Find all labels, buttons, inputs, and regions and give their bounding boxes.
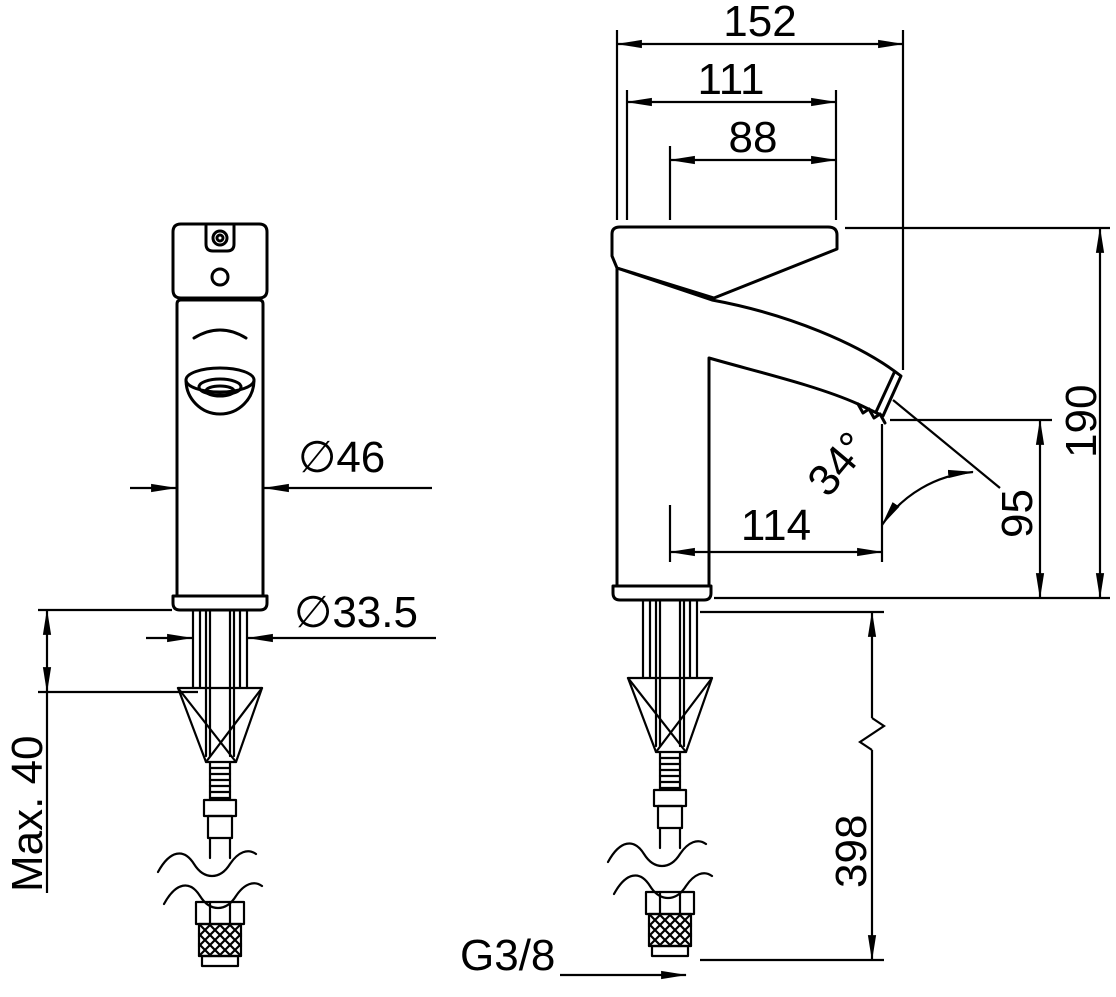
front-handle <box>171 222 269 300</box>
front-view <box>156 222 269 968</box>
dim-max-deck-thickness-label: Max. 40 <box>3 735 52 892</box>
hose-break-wave-lower <box>162 882 264 910</box>
dim-upper-depth-label: 111 <box>698 55 765 104</box>
handle-cap-outline <box>171 222 269 300</box>
front-body-outline <box>175 298 265 598</box>
dim-hose-length: 398 <box>827 610 886 962</box>
dim-stream-angle: 34° <box>798 399 1001 526</box>
hose-nut <box>194 900 246 926</box>
front-body <box>171 298 269 612</box>
handle-indicator-tab <box>204 224 236 253</box>
stream-angle-arc <box>881 469 975 526</box>
side-body-and-spout <box>615 266 903 588</box>
mounting-cone <box>176 686 264 764</box>
dim-total-height-label: 190 <box>1057 385 1106 458</box>
side-handle-lever <box>610 225 839 300</box>
dim-shank-diameter-label: ∅33.5 <box>294 588 418 637</box>
dim-connection-thread-label: G3/8 <box>460 931 555 980</box>
indicator-dot-icon <box>215 233 225 243</box>
aerator-face-inner-line <box>874 371 896 414</box>
dim-line-break <box>858 717 886 751</box>
handle-screw-icon <box>210 267 230 287</box>
hose-break-wave-upper <box>156 850 258 878</box>
dim-stream-angle-label: 34° <box>798 423 878 505</box>
front-view-dimensions: ∅46 ∅33.5 Max. 40 <box>3 433 436 893</box>
side-under-deck-hardware <box>606 598 714 958</box>
front-base-flange <box>171 594 269 612</box>
aerator-outlet <box>204 384 236 398</box>
dim-total-depth-label: 152 <box>723 0 796 46</box>
dim-handle-depth-label: 88 <box>729 113 778 162</box>
aerator-knurl <box>856 402 887 425</box>
dim-body-diameter-label: ∅46 <box>298 433 385 482</box>
indicator-ring-icon <box>211 229 229 247</box>
front-spout-arc <box>192 328 248 340</box>
front-under-deck-hardware <box>156 608 264 968</box>
stream-direction-line <box>892 399 1001 489</box>
side-view <box>606 225 903 958</box>
dim-spout-height-label: 95 <box>993 489 1042 538</box>
aerator-rim <box>184 366 256 394</box>
side-view-dimensions: 152 111 88 190 95 114 34° 398 G3/8 <box>460 0 1110 980</box>
dim-spout-reach-label: 114 <box>741 501 811 550</box>
dim-connection-thread: G3/8 <box>460 931 688 980</box>
front-spout-bulge <box>184 378 256 416</box>
hose-end-collar <box>200 954 240 968</box>
dim-max-deck-thickness: Max. 40 <box>3 608 198 893</box>
dim-hose-length-label: 398 <box>827 815 876 888</box>
side-base-flange <box>611 584 713 602</box>
